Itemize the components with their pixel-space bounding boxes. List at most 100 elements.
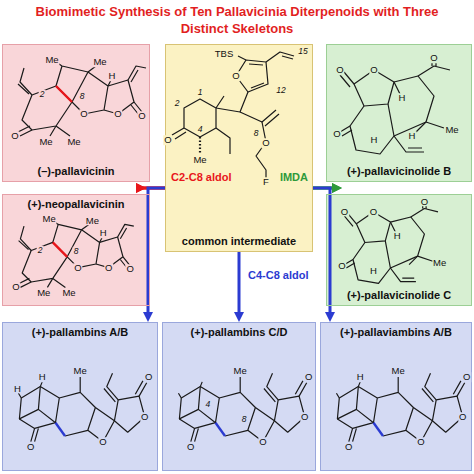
- atom-label: 4: [197, 125, 204, 134]
- atom-label: 1: [197, 88, 204, 97]
- atom-label: Me: [42, 214, 57, 224]
- atom-label: Me: [444, 125, 459, 135]
- bond: [18, 68, 32, 95]
- bond: [238, 56, 246, 60]
- bond: [353, 241, 390, 283]
- structure-drawing: [19, 221, 134, 288]
- bond: [135, 381, 146, 396]
- atom-label: H: [408, 131, 417, 141]
- step-label: C4-C8 aldol: [246, 269, 311, 281]
- new-bond: [56, 86, 72, 102]
- bond: [18, 126, 32, 136]
- atom-label: O: [332, 129, 341, 139]
- bond: [50, 126, 70, 136]
- atom-label: H: [99, 229, 108, 239]
- bond: [453, 381, 464, 396]
- atom-label: 8: [241, 415, 248, 424]
- compound-name: (+)-neopallavicinin: [28, 198, 125, 211]
- atom-label: O: [261, 138, 270, 148]
- atom-label: O: [98, 437, 107, 447]
- atom-label: O: [304, 372, 313, 382]
- step-label: IMDA: [278, 171, 310, 183]
- bond: [72, 72, 112, 114]
- box-ground: [2, 322, 158, 471]
- bond: [118, 224, 134, 238]
- bond: [236, 60, 268, 92]
- bond: [340, 126, 352, 136]
- atom-label: 8: [253, 129, 260, 138]
- box-ground: [165, 44, 313, 252]
- bond: [216, 92, 248, 112]
- bond: [240, 110, 279, 126]
- step-label: C2-C8 aldol: [169, 171, 234, 183]
- box-ground: [320, 322, 472, 471]
- compound-name: (+)-pallavicinolide B: [347, 165, 451, 178]
- compound-name: (+)-pallavicinolide C: [347, 289, 451, 302]
- atom-label: H: [370, 135, 379, 145]
- structure-drawing: [18, 62, 146, 136]
- atom-label: Me: [432, 258, 447, 268]
- structure-drawing: [340, 62, 450, 154]
- atom-label: O: [140, 412, 149, 422]
- box-ground: [2, 194, 150, 306]
- bond: [184, 99, 216, 137]
- compound-name: (+)-pallambins A/B: [32, 326, 128, 339]
- atom-label: 8: [73, 247, 80, 256]
- bond: [354, 70, 394, 106]
- atom-label: Me: [233, 367, 248, 377]
- atom-label: O: [11, 283, 20, 293]
- new-bond: [216, 423, 226, 436]
- atom-label: Me: [192, 155, 207, 165]
- structure-drawing: [18, 373, 146, 441]
- atom-label: Me: [61, 288, 76, 298]
- compound-box: (+)-pallambins C/D: [162, 322, 316, 471]
- bond: [390, 268, 416, 282]
- atom-label: Me: [66, 137, 81, 147]
- hashed-bond: [199, 137, 201, 154]
- atom-label: O: [144, 372, 153, 382]
- bond: [191, 428, 199, 441]
- bond: [411, 205, 438, 217]
- atom-label: 15: [297, 47, 308, 56]
- atom-label: H: [393, 231, 402, 241]
- atom-label: O: [344, 443, 353, 453]
- compound-name: (+)-pallaviambins A/B: [340, 326, 452, 339]
- reaction-arrow: [148, 188, 165, 316]
- bond: [264, 373, 278, 402]
- box-ground: [162, 322, 316, 471]
- atom-label: 2: [37, 245, 44, 254]
- atom-label: O: [79, 109, 88, 119]
- bond: [104, 373, 118, 402]
- compound-box: (+)-pallavicinolide B: [326, 44, 472, 182]
- bond: [394, 76, 434, 136]
- atom-label: 4: [205, 399, 212, 408]
- bond: [18, 382, 55, 423]
- compound-name: common intermediate: [182, 235, 296, 248]
- bond: [377, 377, 413, 436]
- atom-label: O: [369, 65, 378, 75]
- bond: [56, 62, 96, 102]
- bond: [418, 62, 450, 76]
- bond: [349, 428, 357, 441]
- atom-label: 12: [275, 86, 286, 95]
- atom-label: H: [356, 372, 365, 382]
- bond: [53, 221, 89, 257]
- structure-drawing: [336, 373, 464, 441]
- reaction-arrow: [238, 252, 241, 316]
- atom-label: Me: [36, 288, 51, 298]
- atom-label: H: [108, 71, 117, 81]
- structure-drawing: [178, 373, 306, 441]
- new-bond: [56, 423, 65, 436]
- atom-label: H: [369, 267, 378, 277]
- atom-label: Me: [92, 57, 107, 67]
- atom-label: O: [369, 207, 378, 217]
- atom-label: O: [163, 135, 172, 145]
- bond: [422, 373, 436, 402]
- structure-drawing: [172, 52, 294, 178]
- bond: [172, 128, 186, 139]
- atom-label: H: [13, 384, 22, 394]
- atom-label: Me: [38, 137, 53, 147]
- bond: [31, 428, 39, 441]
- new-bond: [53, 242, 67, 256]
- atom-label: O: [104, 263, 113, 273]
